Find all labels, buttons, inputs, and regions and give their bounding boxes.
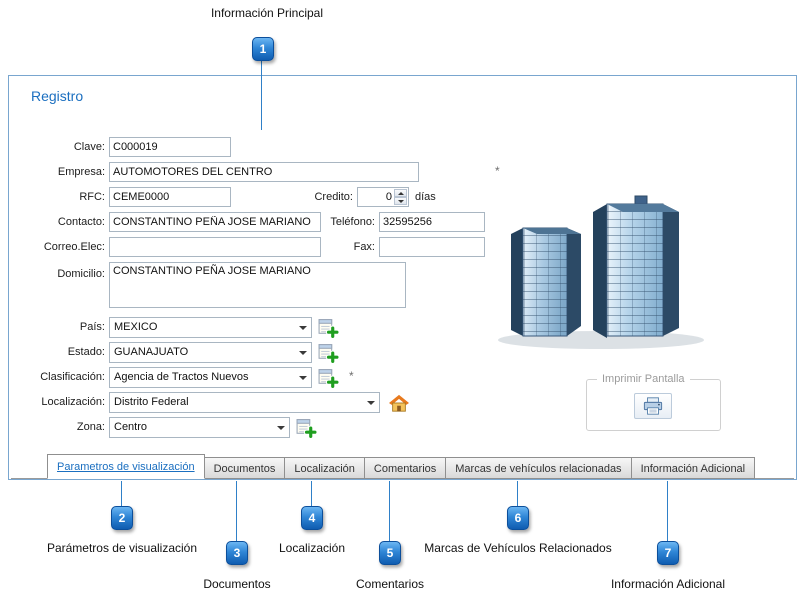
callout-2-label: Parámetros de visualización <box>46 541 198 555</box>
zona-combobox[interactable]: Centro <box>109 417 290 438</box>
zona-label: Zona: <box>76 421 105 433</box>
add-zona-button[interactable] <box>294 416 318 438</box>
callout-7-badge: 7 <box>657 541 679 565</box>
callout-2-badge: 2 <box>111 506 133 530</box>
credito-spinner[interactable]: 0 <box>357 187 409 207</box>
correo-input[interactable] <box>109 237 321 257</box>
callout-1-label: Información Principal <box>210 6 324 20</box>
domicilio-label: Domicilio: <box>57 268 105 280</box>
clave-label: Clave: <box>73 141 105 153</box>
callout-2-line <box>121 481 122 506</box>
zona-value: Centro <box>114 421 148 433</box>
chevron-down-icon <box>366 400 375 405</box>
tab-informacion-adicional[interactable]: Información Adicional <box>631 457 756 479</box>
tab-label: Parametros de visualización <box>57 461 195 473</box>
callout-3-label: Documentos <box>203 577 271 591</box>
form-title: Registro <box>31 88 84 104</box>
chevron-down-icon <box>298 350 307 355</box>
clave-input[interactable] <box>109 137 231 157</box>
empresa-required-mark: * <box>495 164 500 178</box>
contacto-label: Contacto: <box>57 216 105 228</box>
callout-4-line <box>311 481 312 506</box>
rfc-input[interactable] <box>109 187 231 207</box>
estado-combobox[interactable]: GUANAJUATO <box>109 342 312 363</box>
callout-5-line <box>389 481 390 541</box>
chevron-up-icon <box>397 191 404 195</box>
rfc-label: RFC: <box>79 191 105 203</box>
empresa-label: Empresa: <box>57 166 105 178</box>
add-icon <box>318 343 339 363</box>
callout-4-label: Localización <box>278 541 346 555</box>
contacto-input[interactable] <box>109 212 321 232</box>
print-button[interactable] <box>634 393 672 419</box>
callout-7-label: Información Adicional <box>610 577 726 591</box>
home-icon <box>389 394 409 412</box>
callout-5-label: Comentarios <box>355 577 425 591</box>
pais-combobox[interactable]: MEXICO <box>109 317 312 338</box>
callout-7-line <box>667 481 668 541</box>
fax-input[interactable] <box>379 237 485 257</box>
callout-5-badge: 5 <box>379 541 401 565</box>
imprimir-pantalla-title: Imprimir Pantalla <box>597 373 690 385</box>
clasificacion-required-mark: * <box>349 369 354 383</box>
callout-1-line <box>261 60 262 130</box>
spinner-down-button[interactable] <box>394 197 407 205</box>
correo-label: Correo.Elec: <box>43 241 105 253</box>
chevron-down-icon <box>298 375 307 380</box>
callout-3-line <box>236 481 237 541</box>
tab-parametros-de-visualizacion[interactable]: Parametros de visualización <box>47 454 205 479</box>
callout-3-badge: 3 <box>226 541 248 565</box>
clasificacion-combobox[interactable]: Agencia de Tractos Nuevos <box>109 367 312 388</box>
tab-marcas-vehiculos-relacionadas[interactable]: Marcas de vehículos relacionadas <box>446 457 632 479</box>
spinner-up-button[interactable] <box>394 189 407 197</box>
chevron-down-icon <box>276 425 285 430</box>
chevron-down-icon <box>298 325 307 330</box>
estado-value: GUANAJUATO <box>114 346 189 358</box>
add-pais-button[interactable] <box>316 316 340 338</box>
credito-suffix: días <box>415 191 436 203</box>
tab-label: Comentarios <box>373 463 437 475</box>
localizacion-home-button[interactable] <box>386 391 412 414</box>
tab-label: Información Adicional <box>640 463 746 475</box>
chevron-down-icon <box>397 199 404 203</box>
tabstrip: Parametros de visualización Documentos L… <box>47 454 756 479</box>
localizacion-combobox[interactable]: Distrito Federal <box>109 392 380 413</box>
add-icon <box>296 418 317 438</box>
imprimir-pantalla-group: Imprimir Pantalla <box>586 373 721 431</box>
estado-label: Estado: <box>67 346 105 358</box>
tab-label: Localización <box>294 463 355 475</box>
localizacion-label: Localización: <box>41 396 105 408</box>
empresa-input[interactable] <box>109 162 419 182</box>
tab-comentarios[interactable]: Comentarios <box>364 457 447 479</box>
add-estado-button[interactable] <box>316 341 340 363</box>
callout-6-line <box>517 481 518 506</box>
telefono-input[interactable] <box>379 212 485 232</box>
credito-label: Credito: <box>314 191 353 203</box>
pais-label: País: <box>79 321 105 333</box>
callout-4-badge: 4 <box>301 506 323 530</box>
clasificacion-value: Agencia de Tractos Nuevos <box>114 371 249 383</box>
localizacion-value: Distrito Federal <box>114 396 189 408</box>
telefono-label: Teléfono: <box>330 216 375 228</box>
tab-label: Marcas de vehículos relacionadas <box>455 463 622 475</box>
tab-documentos[interactable]: Documentos <box>204 457 286 479</box>
add-clasificacion-button[interactable] <box>316 366 340 388</box>
domicilio-textarea[interactable]: CONSTANTINO PEÑA JOSE MARIANO <box>109 262 406 308</box>
add-icon <box>318 318 339 338</box>
tab-localizacion[interactable]: Localización <box>285 457 365 479</box>
fax-label: Fax: <box>353 241 375 253</box>
callout-1-badge: 1 <box>252 37 274 61</box>
callout-6-label: Marcas de Vehículos Relacionados <box>424 541 612 555</box>
callout-6-badge: 6 <box>507 506 529 530</box>
clasificacion-label: Clasificación: <box>40 371 105 383</box>
tab-label: Documentos <box>213 463 276 475</box>
registro-panel: Registro Clave: Empresa: * RFC: Credito:… <box>8 75 797 480</box>
add-icon <box>318 368 339 388</box>
pais-value: MEXICO <box>114 321 158 333</box>
printer-icon <box>643 397 663 415</box>
building-illustration <box>498 195 704 349</box>
credito-value: 0 <box>385 191 392 203</box>
